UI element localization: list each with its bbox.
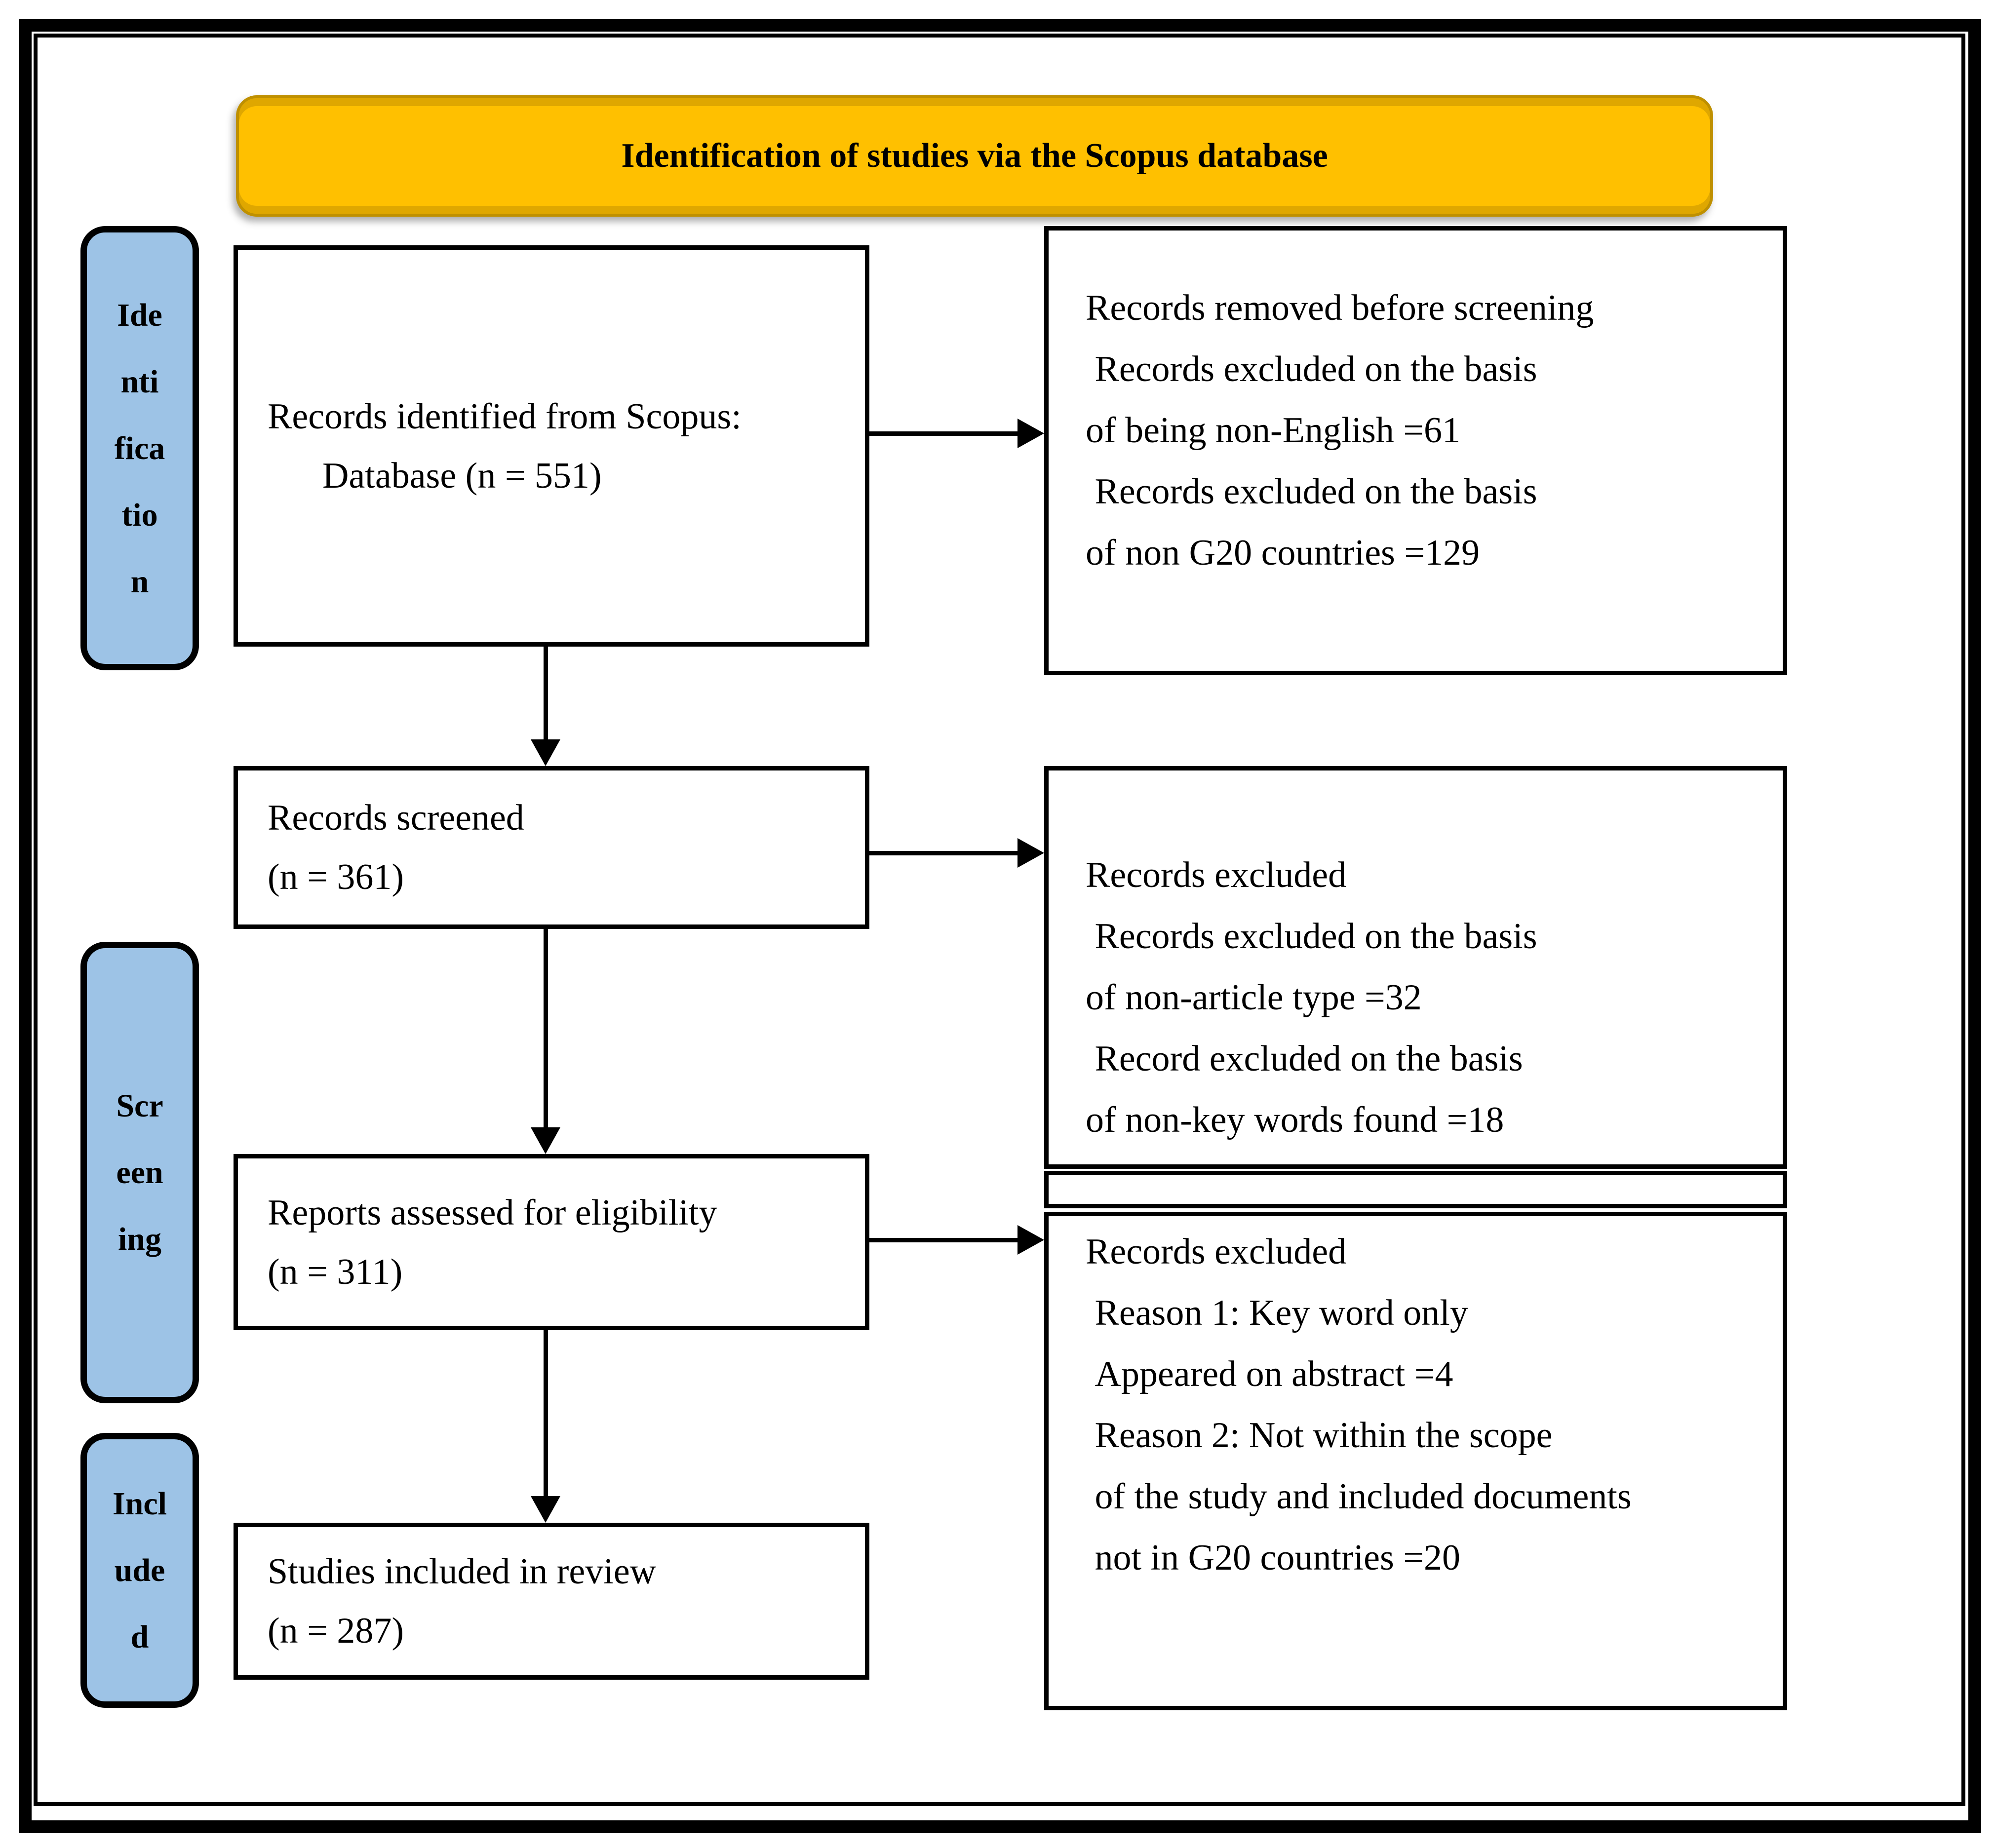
title-banner: Identification of studies via the Scopus… — [236, 95, 1713, 217]
outer-frame — [19, 19, 1981, 1833]
arrow-assessed-to-included — [531, 1330, 560, 1523]
text-line: Reason 1: Key word only — [1086, 1293, 1468, 1333]
arrow-screened-to-excluded — [869, 838, 1044, 868]
text-line: of non G20 countries =129 — [1086, 533, 1480, 573]
arrow-shaft — [544, 929, 548, 1127]
arrow-screened-to-assessed — [531, 929, 560, 1154]
stage-label-included: Incl ude d — [80, 1433, 199, 1708]
arrow-shaft — [869, 431, 1017, 436]
text-line: (n = 361) — [268, 857, 404, 897]
arrowhead-right-icon — [1017, 838, 1044, 868]
spacer-box — [1044, 1171, 1787, 1208]
text-line: of the study and included documents — [1086, 1476, 1632, 1517]
text-line: Reports assessed for eligibility — [268, 1192, 717, 1233]
stage-label-identification: Ide nti fica tio n — [80, 226, 199, 670]
box-records-identified: Records identified from Scopus: Database… — [234, 245, 869, 647]
arrowhead-down-icon — [531, 1127, 560, 1154]
text-line: Records excluded on the basis — [1086, 471, 1537, 512]
box-records-screened: Records screened (n = 361) — [234, 766, 869, 929]
text-line: (n = 287) — [268, 1611, 404, 1651]
text-line: Records identified from Scopus: — [268, 396, 742, 437]
box-reports-assessed: Reports assessed for eligibility (n = 311… — [234, 1154, 869, 1330]
arrow-shaft — [869, 851, 1017, 855]
arrow-shaft — [869, 1238, 1017, 1242]
stage-label-identification-text: Ide nti fica tio n — [114, 297, 165, 600]
text-line: Records screened — [268, 798, 524, 838]
text-line: not in G20 countries =20 — [1086, 1538, 1461, 1578]
box-studies-included: Studies included in review (n = 287) — [234, 1523, 869, 1680]
text-line: of non-key words found =18 — [1086, 1100, 1504, 1140]
text-line: Records excluded — [1086, 1232, 1347, 1272]
arrow-assessed-to-excluded — [869, 1225, 1044, 1255]
text-line: Records removed before screening — [1086, 288, 1594, 328]
text-line: (n = 311) — [268, 1251, 403, 1292]
arrowhead-right-icon — [1017, 419, 1044, 448]
text-line: Appeared on abstract =4 — [1086, 1354, 1453, 1394]
box-records-removed-before-screening: Records removed before screening Records… — [1044, 226, 1787, 675]
stage-label-screening-text: Scr een ing — [116, 1088, 163, 1257]
text-line: Records excluded — [1086, 855, 1347, 895]
arrowhead-down-icon — [531, 1496, 560, 1523]
page-title: Identification of studies via the Scopus… — [621, 137, 1328, 175]
text-line: Record excluded on the basis — [1086, 1039, 1523, 1079]
text-line: Studies included in review — [268, 1551, 657, 1592]
stage-label-screening: Scr een ing — [80, 942, 199, 1403]
arrow-identified-to-screened — [531, 647, 560, 766]
box-records-excluded-eligibility: Records excluded Reason 1: Key word only… — [1044, 1212, 1787, 1710]
arrowhead-down-icon — [531, 739, 560, 766]
arrowhead-right-icon — [1017, 1225, 1044, 1255]
text-line: Records excluded on the basis — [1086, 349, 1537, 389]
arrow-shaft — [544, 647, 548, 739]
stage-label-included-text: Incl ude d — [112, 1486, 167, 1655]
text-line: of non-article type =32 — [1086, 977, 1422, 1018]
arrow-identified-to-removed — [869, 419, 1044, 448]
text-line: Database (n = 551) — [268, 455, 602, 496]
inner-frame — [34, 34, 1965, 1806]
box-records-excluded-screening: Records excluded Records excluded on the… — [1044, 766, 1787, 1169]
arrow-shaft — [544, 1330, 548, 1496]
text-line: Records excluded on the basis — [1086, 916, 1537, 957]
text-line: of being non-English =61 — [1086, 410, 1461, 451]
text-line: Reason 2: Not within the scope — [1086, 1415, 1553, 1456]
